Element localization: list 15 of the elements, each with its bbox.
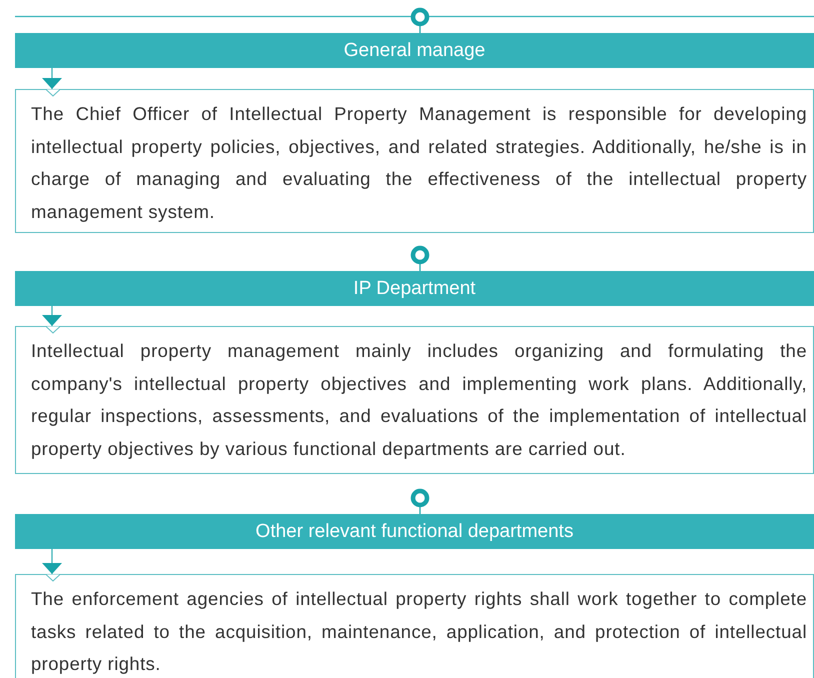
arrow — [42, 548, 62, 574]
section-title: General manage — [344, 40, 486, 62]
header-bar — [15, 514, 814, 549]
arrow — [42, 306, 62, 326]
description-text: The enforcement agencies of intellectual property rights shall work together to complete tasks related to the acquisition, maintenance, application, and protection of intellectual property rights. — [31, 587, 807, 676]
description-box — [15, 326, 814, 474]
header-bar — [15, 33, 814, 68]
description-text: Intellectual property management mainly includes organizing and formulating the company's intellectual property objectives and implementing work plans. Additionally, regular inspections, assessments, and evaluations of the implementation of intellectual property objectives by various functional departments are carried out. — [31, 339, 807, 461]
description-box — [15, 89, 814, 233]
description-text: The Chief Officer of Intellectual Property Management is responsible for developing intellectual property policies, objectives, and related strategies. Additionally, he/she is in charge of managing and evaluating the effectiveness of the intellectual property management system. — [31, 102, 807, 224]
section-title: IP Department — [353, 278, 476, 300]
description-box — [15, 574, 814, 678]
arrow — [42, 68, 62, 90]
section-title: Other relevant functional departments — [256, 520, 574, 542]
header-bar — [15, 271, 814, 306]
